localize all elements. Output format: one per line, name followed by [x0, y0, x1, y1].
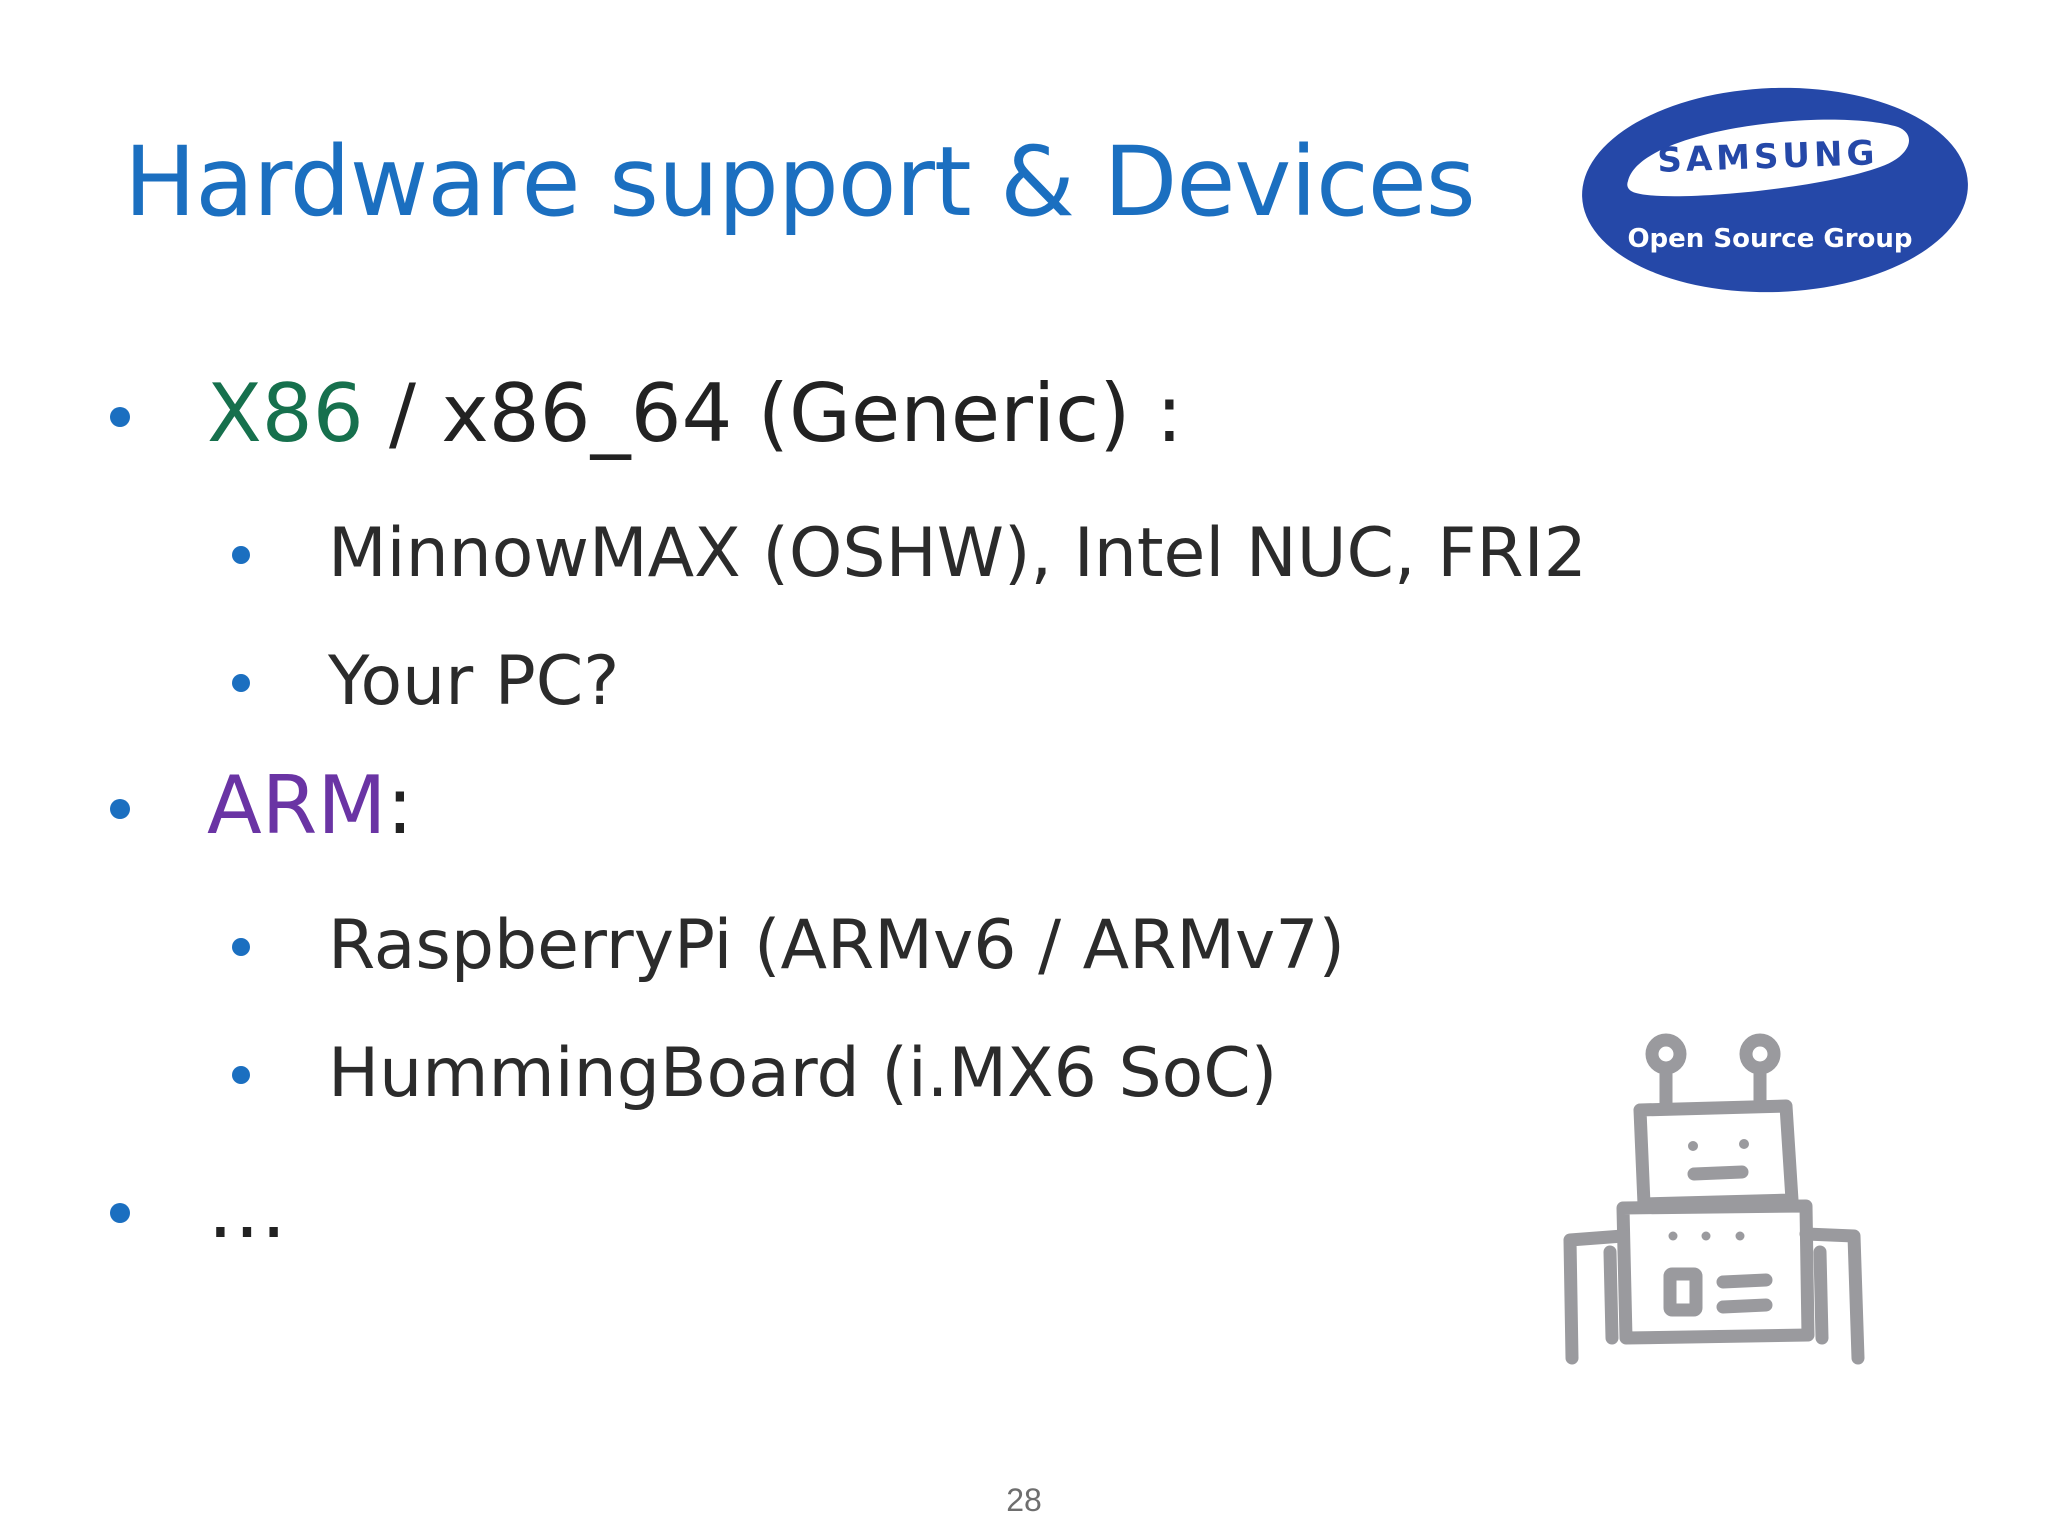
bullet-x86-highlight: X86: [207, 367, 364, 460]
subbullet-raspberrypi: RaspberryPi (ARMv6 / ARMv7): [232, 912, 1345, 980]
bullet-dot: [232, 938, 250, 956]
logo-brand: SAMSUNG: [1657, 133, 1879, 181]
samsung-logo: SAMSUNG Open Source Group: [1582, 87, 1968, 293]
slide-title: Hardware support & Devices: [124, 126, 1476, 238]
subbullet-text: MinnowMAX (OSHW), Intel NUC, FRI2: [328, 514, 1587, 593]
bullet-arm-highlight: ARM: [207, 759, 387, 852]
bullet-dot: [232, 1066, 250, 1084]
logo-subtitle: Open Source Group: [1627, 224, 1912, 254]
bullet-arm-text: :: [386, 759, 414, 852]
bullet-x86-text: / x86_64 (Generic) :: [363, 367, 1183, 460]
bullet-dot: [232, 674, 250, 692]
bullet-more: …: [110, 1170, 287, 1250]
bullet-dot: [110, 407, 130, 427]
subbullet-minnowmax: MinnowMAX (OSHW), Intel NUC, FRI2: [232, 520, 1587, 588]
bullet-dot: [110, 1203, 130, 1223]
subbullet-text: RaspberryPi (ARMv6 / ARMv7): [328, 906, 1346, 985]
bullet-more-text: …: [207, 1163, 287, 1256]
robot-icon: [1563, 1033, 1865, 1365]
subbullet-text: Your PC?: [328, 642, 620, 721]
bullet-dot: [110, 799, 130, 819]
bullet-dot: [232, 546, 250, 564]
bullet-arm: ARM:: [110, 766, 413, 846]
subbullet-your-pc: Your PC?: [232, 648, 619, 716]
bullet-x86: X86 / x86_64 (Generic) :: [110, 374, 1183, 454]
subbullet-text: HummingBoard (i.MX6 SoC): [328, 1034, 1278, 1113]
page-number: 28: [1006, 1482, 1042, 1518]
subbullet-hummingboard: HummingBoard (i.MX6 SoC): [232, 1040, 1277, 1108]
